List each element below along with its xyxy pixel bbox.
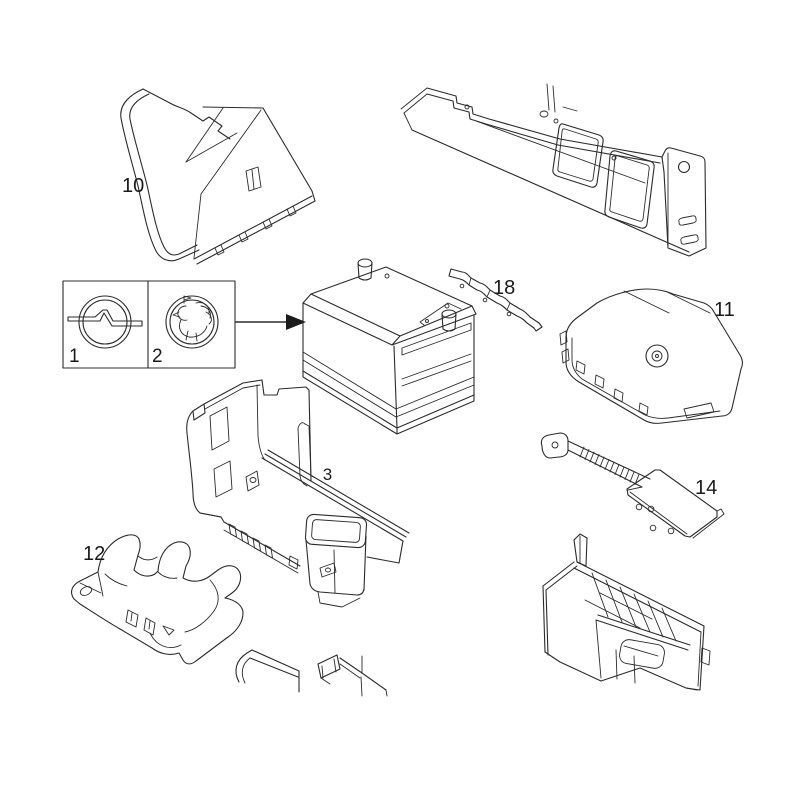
callout-11[interactable]: 11 <box>714 299 735 321</box>
part-11-drawing <box>559 288 743 424</box>
callout-3[interactable]: 3 <box>323 465 332 484</box>
battery-drawing <box>302 258 477 435</box>
callout-18[interactable]: 18 <box>493 277 515 299</box>
opel-blitz-icon <box>67 295 143 349</box>
vauxhall-griffin-icon <box>165 295 219 349</box>
legend-box <box>62 280 236 369</box>
callout-10[interactable]: 10 <box>122 175 144 197</box>
callout-3-highlighted[interactable]: 3 <box>317 461 338 486</box>
lower-right-assembly-drawing <box>542 533 711 691</box>
part-10-drawing <box>120 88 316 265</box>
part-12-drawing <box>71 534 244 665</box>
part-18-drawing <box>448 268 543 332</box>
callout-2[interactable]: 2 <box>152 346 163 367</box>
part-14-drawing <box>540 432 725 539</box>
part-3-tray-drawing <box>186 379 410 608</box>
mounting-panel-drawing <box>400 83 707 257</box>
callout-1[interactable]: 1 <box>69 346 80 367</box>
arrow-right-icon <box>235 314 306 330</box>
callout-14[interactable]: 14 <box>695 477 717 499</box>
bottom-partial-part-drawing <box>235 649 388 697</box>
callout-12[interactable]: 12 <box>83 543 105 565</box>
